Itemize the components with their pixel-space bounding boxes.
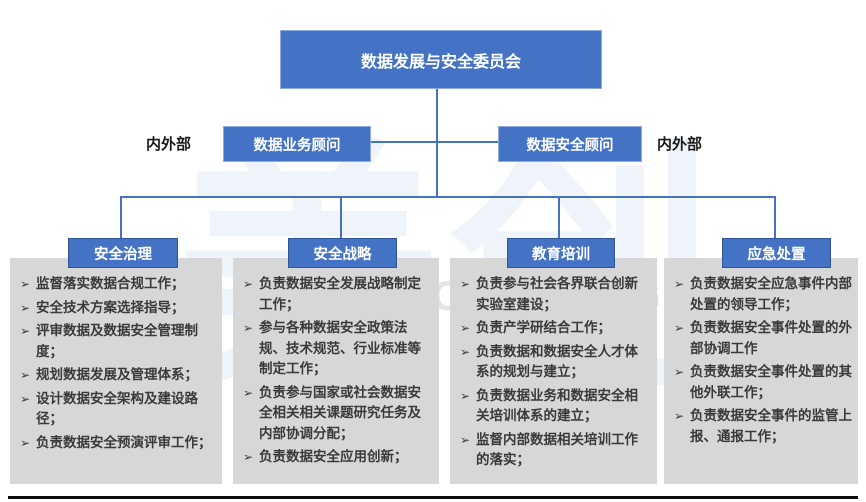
duty-text: 负责数据安全事件处置的其他外联工作；: [690, 364, 852, 400]
arrow-bullet-icon: ➢: [20, 435, 31, 450]
duty-text: 负责数据安全应用创新；: [259, 449, 408, 465]
duty-item: ➢ 负责产学研结合工作；: [460, 318, 651, 339]
external-label-left: 内外部: [146, 136, 192, 153]
drop-line-emergency: [774, 196, 776, 240]
column-panel-1: ➢ 负责数据安全发展战略制定工作； ➢ 参与各种数据安全政策法规、技术规范、行业…: [233, 258, 439, 484]
arrow-bullet-icon: ➢: [243, 450, 254, 465]
column-header-3: 应急处置: [722, 238, 831, 268]
duty-item: ➢ 负责数据安全应用创新；: [243, 447, 433, 468]
arrow-bullet-icon: ➢: [20, 300, 31, 315]
duty-text: 规划数据发展及管理体系；: [36, 367, 198, 383]
duty-text: 安全技术方案选择指导；: [36, 299, 185, 315]
duty-item: ➢ 负责数据安全应急事件内部处置的领导工作；: [674, 274, 852, 315]
duty-text: 负责数据安全事件的监管上报、通报工作；: [690, 408, 852, 444]
duty-item: ➢ 设计数据安全架构及建设路径；: [20, 389, 216, 430]
drop-line-training: [558, 196, 560, 240]
duty-item: ➢ 负责数据和数据安全人才体系的规划与建立；: [460, 342, 651, 383]
arrow-bullet-icon: ➢: [674, 409, 685, 424]
duty-text: 监督落实数据合规工作；: [36, 276, 185, 291]
advisor-connector-line: [369, 141, 498, 143]
arrow-bullet-icon: ➢: [20, 277, 31, 291]
duty-text: 负责数据和数据安全人才体系的规划与建立；: [476, 343, 638, 380]
duty-item: ➢ 负责数据安全事件处置的其他外联工作；: [674, 362, 852, 403]
duty-text: 负责数据安全事件处置的外部协调工作: [690, 320, 852, 356]
duty-text: 负责参与国家或社会数据安全相关相关课题研究任务及内部协调分配；: [259, 384, 421, 441]
arrow-bullet-icon: ➢: [460, 321, 471, 336]
duty-text: 参与各种数据安全政策法规、技术规范、行业标准等制定工作；: [259, 320, 421, 377]
duty-text: 设计数据安全架构及建设路径；: [36, 390, 198, 427]
arrow-bullet-icon: ➢: [674, 321, 685, 336]
duty-item: ➢ 负责参与社会各界联合创新实验室建设；: [460, 274, 651, 315]
business-advisor-box: 数据业务顾问: [223, 126, 371, 162]
arrow-bullet-icon: ➢: [460, 432, 471, 447]
duty-item: ➢ 负责数据安全发展战略制定工作；: [243, 274, 433, 315]
duty-text: 负责数据安全发展战略制定工作；: [259, 276, 421, 312]
column-header-0: 安全治理: [68, 238, 178, 268]
duty-item: ➢ 负责参与国家或社会数据安全相关相关课题研究任务及内部协调分配；: [243, 383, 433, 445]
duty-text: 负责数据业务和数据安全相关培训体系的建立；: [476, 387, 638, 424]
column-header-1: 安全战略: [288, 238, 397, 268]
duty-item: ➢ 负责数据安全事件的监管上报、通报工作；: [674, 406, 852, 447]
duty-item: ➢ 负责数据安全预演评审工作；: [20, 433, 216, 454]
duty-item: ➢ 安全技术方案选择指导；: [20, 298, 216, 319]
arrow-bullet-icon: ➢: [243, 277, 254, 291]
arrow-bullet-icon: ➢: [460, 344, 471, 359]
duty-text: 负责参与社会各界联合创新实验室建设；: [476, 276, 638, 312]
arrow-bullet-icon: ➢: [20, 368, 31, 383]
column-panel-3: ➢ 负责数据安全应急事件内部处置的领导工作； ➢ 负责数据安全事件处置的外部协调…: [664, 258, 858, 484]
drop-line-governance: [120, 196, 122, 240]
distributor-line: [120, 196, 776, 198]
security-advisor-box: 数据安全顾问: [498, 126, 642, 162]
duty-text: 负责数据安全预演评审工作；: [36, 434, 212, 450]
arrow-bullet-icon: ➢: [674, 277, 685, 291]
column-panel-0: ➢ 监督落实数据合规工作； ➢ 安全技术方案选择指导； ➢ 评审数据及数据安全管…: [10, 258, 222, 484]
external-label-right: 内外部: [657, 136, 703, 153]
column-panel-2: ➢ 负责参与社会各界联合创新实验室建设； ➢ 负责产学研结合工作； ➢ 负责数据…: [450, 258, 657, 484]
arrow-bullet-icon: ➢: [20, 391, 31, 406]
arrow-bullet-icon: ➢: [460, 388, 471, 403]
duty-text: 评审数据及数据安全管理制度；: [36, 323, 198, 359]
column-header-2: 教育培训: [507, 238, 615, 268]
drop-line-strategy: [340, 196, 342, 240]
arrow-bullet-icon: ➢: [243, 321, 254, 336]
duty-text: 监督内部数据相关培训工作的落实；: [476, 431, 638, 468]
committee-box: 数据发展与安全委员会: [280, 30, 602, 89]
duty-item: ➢ 规划数据发展及管理体系；: [20, 365, 216, 386]
duty-item: ➢ 参与各种数据安全政策法规、技术规范、行业标准等制定工作；: [243, 318, 433, 380]
duty-item: ➢ 监督落实数据合规工作；: [20, 274, 216, 295]
bottom-border-line: [8, 496, 858, 499]
duty-text: 负责数据安全应急事件内部处置的领导工作；: [690, 276, 852, 312]
arrow-bullet-icon: ➢: [20, 324, 31, 339]
arrow-bullet-icon: ➢: [460, 277, 471, 291]
duty-item: ➢ 负责数据业务和数据安全相关培训体系的建立；: [460, 386, 651, 427]
duty-item: ➢ 负责数据安全事件处置的外部协调工作: [674, 318, 852, 359]
duty-text: 负责产学研结合工作；: [476, 320, 611, 336]
duty-item: ➢ 监督内部数据相关培训工作的落实；: [460, 430, 651, 471]
duty-item: ➢ 评审数据及数据安全管理制度；: [20, 321, 216, 362]
arrow-bullet-icon: ➢: [674, 365, 685, 380]
arrow-bullet-icon: ➢: [243, 385, 254, 400]
